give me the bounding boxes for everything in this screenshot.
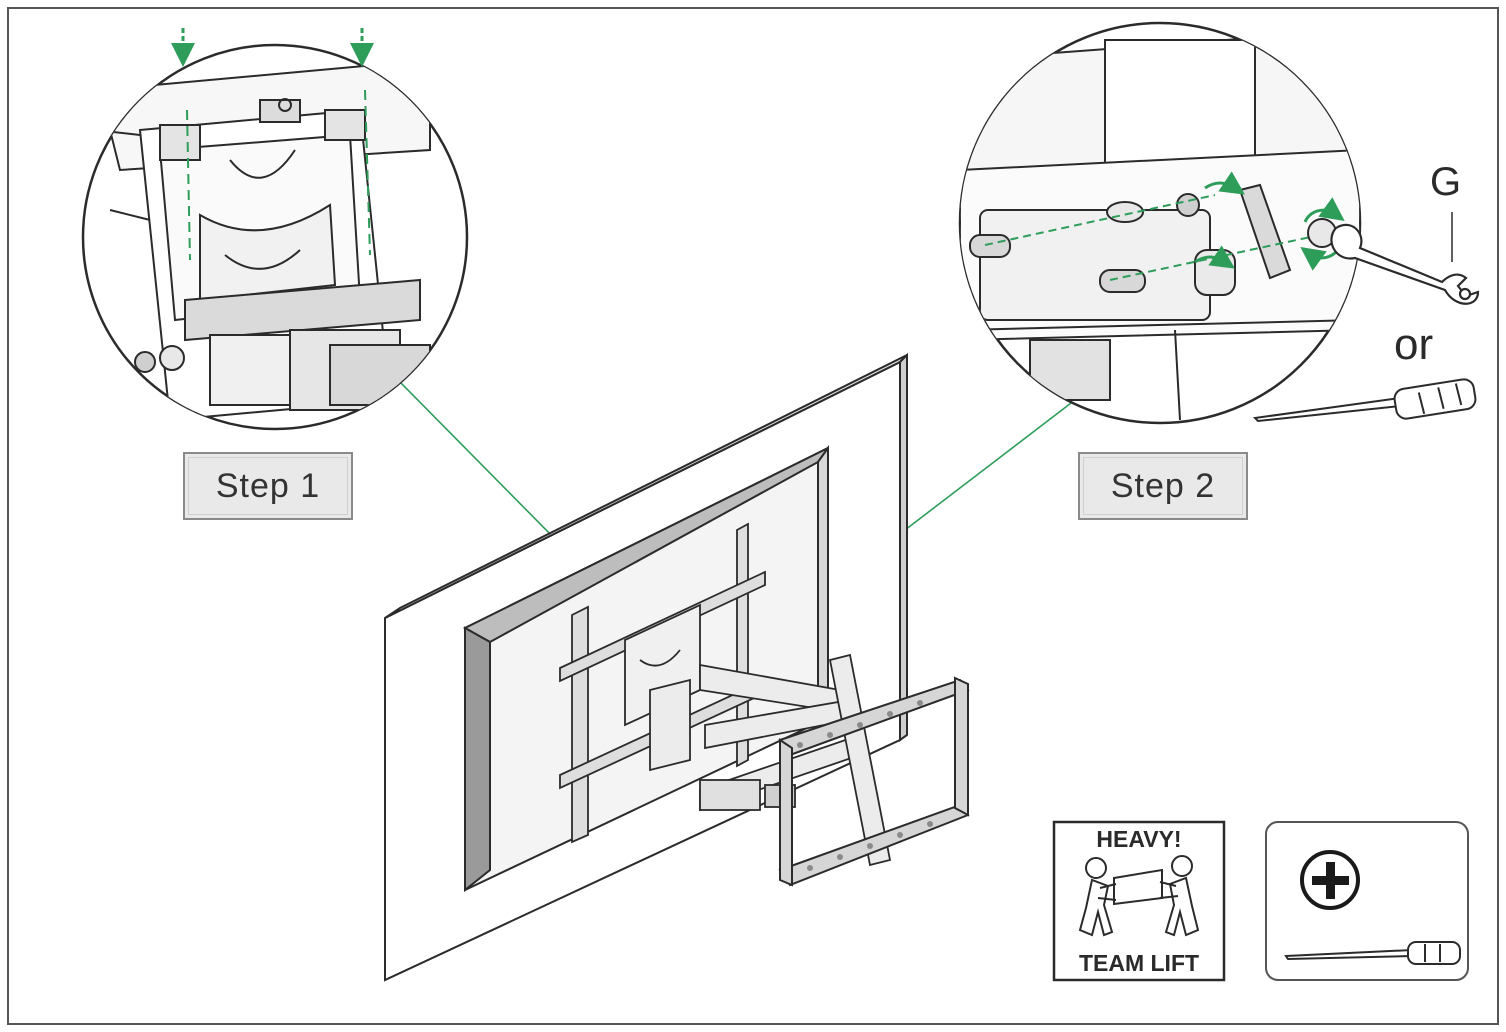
wrench-icon [1330, 223, 1480, 305]
screwdriver-icon [1252, 378, 1477, 423]
phillips-head-icon [1300, 850, 1360, 910]
heavy-label: HEAVY! [1096, 826, 1182, 852]
step2-guide-arrows [984, 171, 1321, 281]
step2-label-text: Step 2 [1110, 466, 1216, 505]
wrench-label: G [1430, 160, 1462, 204]
or-label: or [1394, 320, 1434, 369]
tv-bracket [778, 676, 970, 887]
step1-guide-arrows [171, 28, 374, 261]
panel-screwdriver-icon [1284, 941, 1461, 965]
team-lift-icon [1052, 820, 1226, 982]
step1-label: Step 1 [183, 452, 353, 520]
step2-label: Step 2 [1078, 452, 1248, 520]
step1-label-text: Step 1 [215, 466, 321, 505]
step2-detail-drawing [960, 28, 1360, 421]
phillips-tool-panel [1265, 821, 1469, 981]
step1-detail-drawing [94, 58, 431, 422]
page-frame [7, 7, 1499, 1025]
team-lift-label: TEAM LIFT [1078, 950, 1200, 976]
